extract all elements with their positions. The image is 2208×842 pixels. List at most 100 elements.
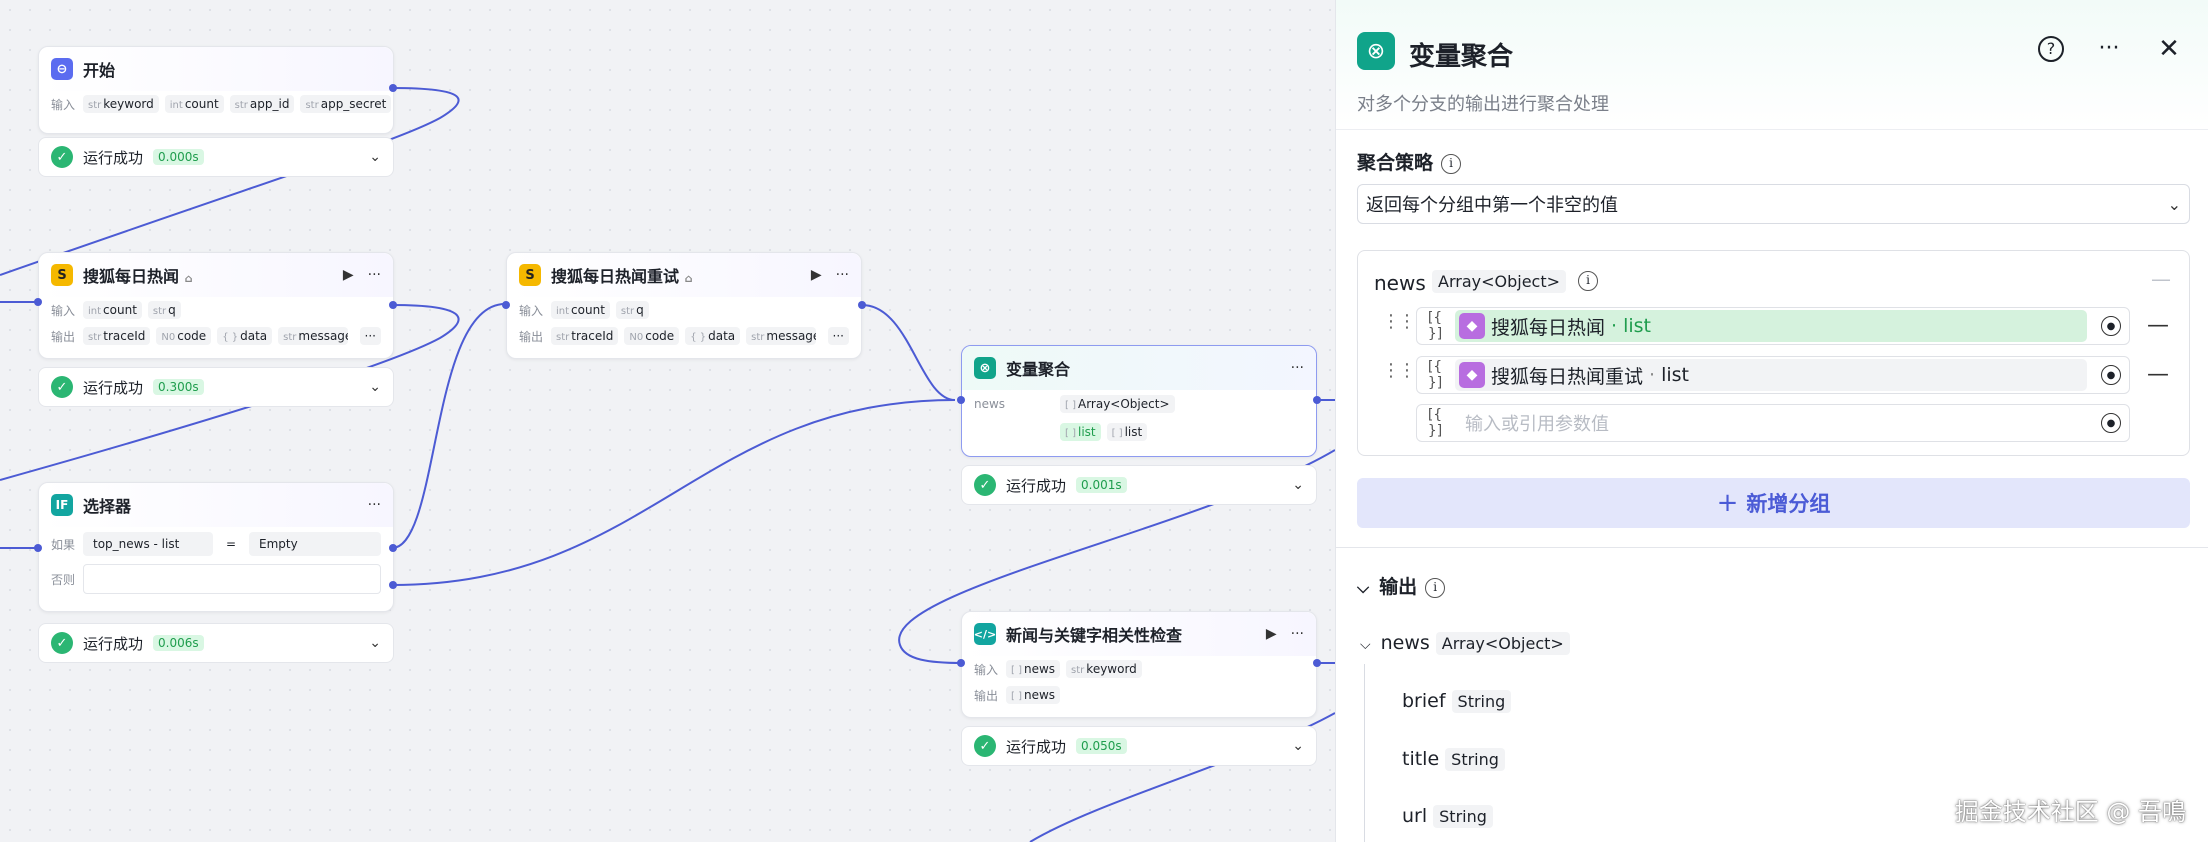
more-icon[interactable]: ··· bbox=[367, 497, 381, 513]
status-text: 运行成功 bbox=[1006, 737, 1067, 756]
run-icon[interactable]: ▶ bbox=[1265, 626, 1277, 642]
condition-left: top_news - list bbox=[83, 532, 213, 556]
target-icon[interactable]: ● bbox=[2101, 413, 2121, 433]
condition-box[interactable]: top_news - list = Empty bbox=[83, 532, 381, 556]
param-type: str bbox=[234, 100, 248, 111]
run-icon[interactable]: ▶ bbox=[810, 267, 822, 283]
status-selector[interactable]: ✓ 运行成功 0.006s ⌄ bbox=[38, 623, 394, 663]
add-group-button[interactable]: + 新增分组 bbox=[1357, 478, 2190, 528]
port-aggregate-in[interactable] bbox=[957, 396, 965, 404]
collapse-icon[interactable]: — bbox=[2151, 267, 2171, 291]
remove-row-icon[interactable]: — bbox=[2147, 362, 2169, 387]
drag-handle-icon[interactable]: ⋮⋮ bbox=[1382, 311, 1416, 332]
edge-sohu1-out bbox=[0, 304, 460, 481]
group-name[interactable]: news bbox=[1374, 271, 1426, 295]
variable-ref[interactable]: ◆ 搜狐每日热闻重试 · list bbox=[1455, 359, 2087, 391]
port-sohu-out[interactable] bbox=[389, 301, 397, 309]
info-icon[interactable]: i bbox=[1578, 271, 1598, 291]
chevron-down-icon[interactable]: ⌄ bbox=[1292, 477, 1304, 493]
more-outputs[interactable]: ··· bbox=[827, 327, 849, 345]
param-type: str bbox=[305, 100, 319, 111]
variable-row-empty[interactable]: [{ }] 输入或引用参数值 ● bbox=[1416, 404, 2130, 442]
info-icon[interactable]: i bbox=[1441, 153, 1462, 174]
output-label: 输出 bbox=[974, 688, 999, 703]
run-time: 0.006s bbox=[153, 635, 204, 651]
node-actions: ▶ ··· bbox=[343, 267, 381, 283]
status-aggregate[interactable]: ✓ 运行成功 0.001s ⌄ bbox=[961, 465, 1317, 505]
more-icon[interactable]: ··· bbox=[1290, 626, 1304, 642]
edge-selector-sohu2 bbox=[391, 303, 506, 549]
port-check-in[interactable] bbox=[957, 659, 965, 667]
more-icon[interactable]: ··· bbox=[2098, 36, 2120, 61]
plugin-badge-icon: ⌂ bbox=[684, 272, 693, 285]
panel-title[interactable]: 变量聚合 bbox=[1409, 42, 1514, 72]
else-box[interactable] bbox=[83, 564, 381, 594]
variable-row[interactable]: [{ }] ◆ 搜狐每日热闻 · list ● bbox=[1416, 307, 2130, 345]
status-text: 运行成功 bbox=[1006, 476, 1067, 495]
port-selector-if-out[interactable] bbox=[389, 544, 397, 552]
status-sohu-news[interactable]: ✓ 运行成功 0.300s ⌄ bbox=[38, 367, 394, 407]
port-selector-else-out[interactable] bbox=[389, 581, 397, 589]
port-selector-in[interactable] bbox=[34, 544, 42, 552]
remove-row-icon[interactable]: — bbox=[2147, 313, 2169, 338]
if-icon: IF bbox=[51, 494, 73, 516]
status-start[interactable]: ✓ 运行成功 0.000s ⌄ bbox=[38, 137, 394, 177]
chevron-down-icon[interactable]: ⌄ bbox=[1292, 738, 1304, 754]
node-title-text: 搜狐每日热闻 bbox=[83, 267, 180, 286]
ref-node: 搜狐每日热闻 bbox=[1491, 316, 1606, 339]
port-retry-out[interactable] bbox=[858, 301, 866, 309]
variable-ref[interactable]: ◆ 搜狐每日热闻 · list bbox=[1455, 310, 2087, 342]
aggregate-icon: ⊗ bbox=[974, 357, 996, 379]
target-icon[interactable]: ● bbox=[2101, 365, 2121, 385]
param-name: traceId bbox=[103, 329, 146, 343]
chevron-down-icon[interactable]: ⌄ bbox=[369, 149, 381, 165]
node-variable-aggregate[interactable]: ⊗ 变量聚合 ··· news [ ]Array<Object> [ ]list… bbox=[961, 345, 1317, 457]
run-icon[interactable]: ▶ bbox=[342, 267, 354, 283]
drag-handle-icon[interactable]: ⋮⋮ bbox=[1382, 360, 1416, 381]
more-icon[interactable]: ··· bbox=[367, 267, 381, 283]
chevron-down-icon[interactable]: ⌄ bbox=[369, 635, 381, 651]
more-outputs[interactable]: ··· bbox=[359, 327, 381, 345]
condition-operator: = bbox=[225, 537, 237, 551]
node-header: S 搜狐每日热闻 ⌂ ▶ ··· bbox=[39, 253, 393, 297]
status-check[interactable]: ✓ 运行成功 0.050s ⌄ bbox=[961, 726, 1317, 766]
port-sohu-in[interactable] bbox=[34, 298, 42, 306]
run-time: 0.001s bbox=[1076, 477, 1127, 493]
output-label: 输出 bbox=[51, 329, 76, 344]
strategy-select[interactable]: 返回每个分组中第一个非空的值 ⌄ bbox=[1357, 184, 2190, 224]
chevron-down-icon[interactable]: ⌄ bbox=[369, 379, 381, 395]
port-aggregate-out[interactable] bbox=[1313, 396, 1321, 404]
aggregate-refs: [ ]list [ ]list bbox=[962, 418, 1316, 446]
param-type: [ ] bbox=[1011, 665, 1022, 676]
node-selector[interactable]: IF 选择器 ··· 如果 top_news - list = Empty 否则 bbox=[38, 482, 394, 612]
node-outputs: 输出 [ ]news bbox=[962, 682, 1316, 708]
info-icon[interactable]: i bbox=[1425, 577, 1446, 598]
more-icon[interactable]: ··· bbox=[835, 267, 849, 283]
param-type: str bbox=[751, 332, 765, 343]
variable-input[interactable]: 输入或引用参数值 bbox=[1465, 414, 1609, 435]
help-icon[interactable]: ? bbox=[2038, 36, 2064, 62]
target-icon[interactable]: ● bbox=[2101, 316, 2121, 336]
panel-description[interactable]: 对多个分支的输出进行聚合处理 bbox=[1357, 94, 1609, 115]
port-start-out[interactable] bbox=[389, 84, 397, 92]
port-retry-in[interactable] bbox=[502, 301, 510, 309]
watermark: 掘金技术社区 @ 吾鳴 bbox=[1954, 798, 2186, 826]
close-icon[interactable]: ✕ bbox=[2158, 34, 2180, 64]
port-check-out[interactable] bbox=[1313, 659, 1321, 667]
more-icon[interactable]: ··· bbox=[1290, 360, 1304, 376]
variable-row[interactable]: [{ }] ◆ 搜狐每日热闻重试 · list ● bbox=[1416, 356, 2130, 394]
chevron-down-icon[interactable]: ⌵ bbox=[1360, 637, 1371, 653]
